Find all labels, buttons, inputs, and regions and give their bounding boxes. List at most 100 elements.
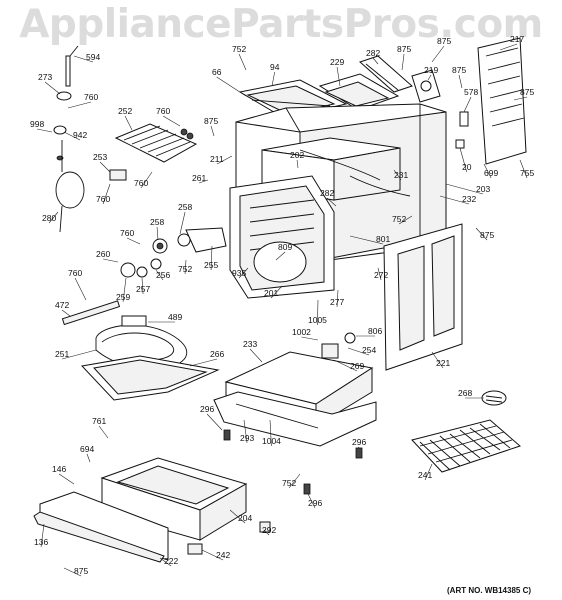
callout-label-c47: 760 [68, 268, 82, 278]
leader-line-c63 [431, 351, 444, 369]
leader-line-c80 [63, 567, 82, 577]
callout-label-c59: 254 [362, 345, 376, 355]
callout-label-c53: 472 [55, 300, 69, 310]
leader-line-c58 [249, 348, 263, 363]
base-frame-1004 [213, 391, 377, 447]
screw-296-a [223, 429, 231, 441]
leader-lines [36, 43, 528, 577]
clip-292 [259, 521, 271, 533]
leader-line-c27 [459, 147, 467, 173]
leader-line-c36 [156, 226, 159, 241]
art-number: (ART NO. WB14385 C) [447, 586, 532, 595]
lamp-268 [481, 390, 507, 406]
callout-label-c4: 875 [397, 44, 411, 54]
leader-line-c66 [243, 419, 248, 444]
callout-label-c31: 203 [476, 184, 490, 194]
leader-line-c13 [458, 74, 463, 89]
oven-bottom-251 [80, 355, 220, 401]
callout-label-c66: 293 [240, 433, 254, 443]
callout-label-c48: 935 [232, 268, 246, 278]
leader-line-c61 [189, 358, 218, 367]
leader-line-c33 [326, 197, 337, 207]
leader-line-c44 [184, 259, 187, 275]
screw-296-b [355, 447, 363, 459]
leader-line-c76 [263, 529, 270, 536]
callout-label-c64: 268 [458, 388, 472, 398]
leader-line-c31 [445, 183, 484, 195]
leader-line-c45 [210, 245, 213, 271]
leader-line-c79 [201, 549, 224, 561]
back-panel-217 [477, 37, 527, 165]
leader-line-c16 [124, 115, 133, 131]
leader-line-c5 [431, 45, 445, 63]
leader-line-c6 [499, 43, 518, 51]
probe-273 [56, 45, 79, 101]
leader-line-c49 [122, 277, 127, 303]
thermostat-capillary-280 [55, 140, 85, 233]
callout-label-c14: 875 [520, 87, 534, 97]
callout-label-c27: 20 [462, 162, 472, 172]
oven-rack-241 [411, 419, 521, 473]
leader-line-c1 [238, 53, 247, 71]
callout-label-c80: 875 [74, 566, 88, 576]
leader-line-c21 [216, 155, 233, 165]
leader-line-c67 [269, 419, 272, 447]
leader-line-c47 [74, 277, 87, 301]
leader-line-c2 [271, 71, 275, 87]
callout-label-c75: 204 [238, 513, 252, 523]
callout-label-c51: 201 [264, 288, 278, 298]
leader-line-c7 [73, 55, 94, 63]
callout-label-c56: 1002 [292, 327, 311, 337]
rod-472 [61, 300, 121, 326]
leader-line-c3 [372, 57, 379, 65]
leader-line-c74 [307, 493, 316, 509]
callout-label-c76: 292 [262, 525, 276, 535]
switch-578 [459, 111, 469, 127]
callout-label-c77: 136 [34, 537, 48, 547]
leader-line-c20 [210, 125, 215, 137]
oven-front-frame-201 [229, 175, 335, 299]
callout-label-c60: 251 [55, 349, 69, 359]
leader-line-c38 [126, 237, 141, 245]
leader-line-c22 [296, 159, 299, 169]
watermark: AppliancePartsPros.com [19, 2, 543, 47]
screw-296-c [303, 483, 311, 495]
callout-label-c50: 257 [136, 284, 150, 294]
callout-label-c65: 296 [200, 404, 214, 414]
lamp-parts [120, 258, 162, 278]
callout-label-c3: 282 [366, 48, 380, 58]
drawer-front-136 [33, 491, 169, 563]
leader-line-c28 [483, 163, 492, 179]
clip-242 [187, 543, 203, 555]
leader-line-c24 [140, 171, 153, 189]
callout-label-c30: 231 [394, 170, 408, 180]
leader-line-c60 [61, 349, 97, 360]
callout-label-c57: 806 [368, 326, 382, 336]
callout-label-c73: 752 [282, 478, 296, 488]
leader-line-c40 [349, 235, 384, 245]
fitting-942 [53, 125, 67, 161]
leader-line-c50 [141, 277, 144, 295]
callout-label-c19: 942 [73, 130, 87, 140]
leader-line-c51 [270, 285, 283, 299]
callout-label-c21: 211 [210, 154, 224, 164]
leader-line-c19 [63, 131, 81, 141]
callout-label-c62: 269 [350, 361, 364, 371]
callout-label-c11: 229 [330, 57, 344, 67]
leader-line-c29 [519, 159, 528, 179]
leader-line-c68 [98, 425, 109, 439]
socket-258 [152, 233, 191, 254]
callout-label-c69: 694 [80, 444, 94, 454]
leader-line-c35 [179, 211, 186, 235]
callout-label-c34: 232 [462, 194, 476, 204]
callout-label-c67: 1004 [262, 436, 281, 446]
clip-20 [455, 139, 465, 149]
callout-label-c52: 277 [330, 297, 344, 307]
leader-line-c55 [317, 299, 319, 326]
callout-label-c40: 801 [376, 234, 390, 244]
callout-label-c39: 809 [278, 242, 292, 252]
leader-line-c75 [229, 509, 246, 524]
leader-line-c26 [198, 179, 209, 184]
panel-219 [411, 69, 441, 103]
leader-line-c39 [275, 251, 286, 261]
